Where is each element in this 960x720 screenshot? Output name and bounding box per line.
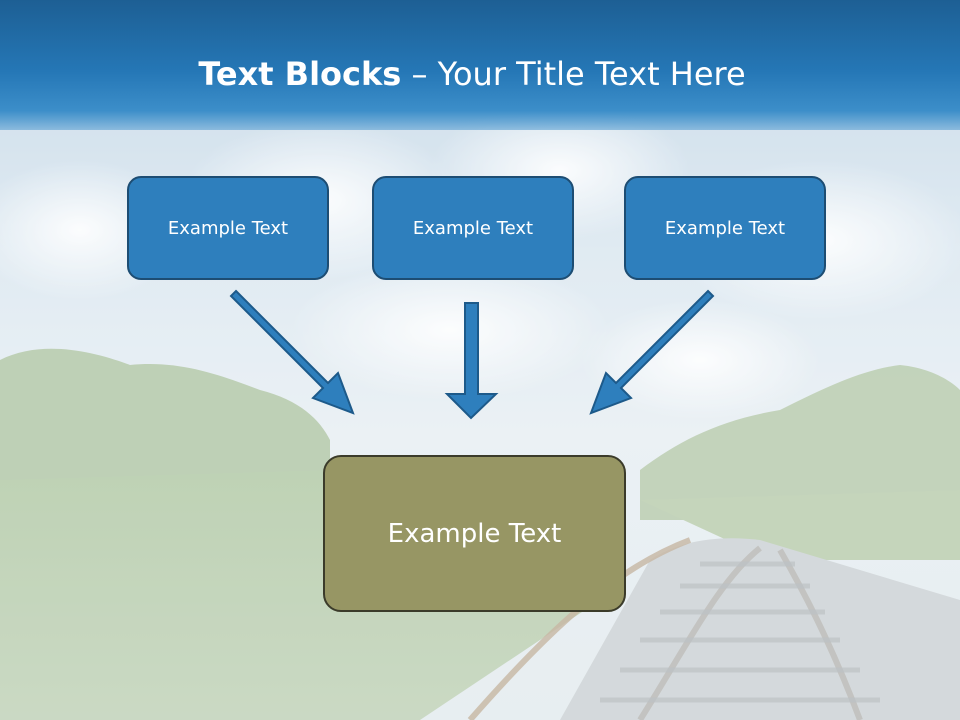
text-box-right-label: Example Text: [664, 217, 786, 239]
text-box-center[interactable]: Example Text: [372, 176, 574, 280]
text-box-main[interactable]: Example Text: [323, 455, 626, 612]
text-box-main-label: Example Text: [387, 518, 562, 549]
text-box-right[interactable]: Example Text: [624, 176, 826, 280]
text-box-left-label: Example Text: [167, 217, 289, 239]
title-bar: Text Blocks – Your Title Text Here: [0, 0, 960, 130]
title-rest-text: Your Title Text Here: [437, 55, 746, 93]
title-dash: –: [401, 55, 438, 93]
title-bold-text: Text Blocks: [198, 55, 402, 93]
slide-title: Text Blocks – Your Title Text Here: [0, 52, 944, 96]
text-box-left[interactable]: Example Text: [127, 176, 329, 280]
text-box-center-label: Example Text: [412, 217, 534, 239]
